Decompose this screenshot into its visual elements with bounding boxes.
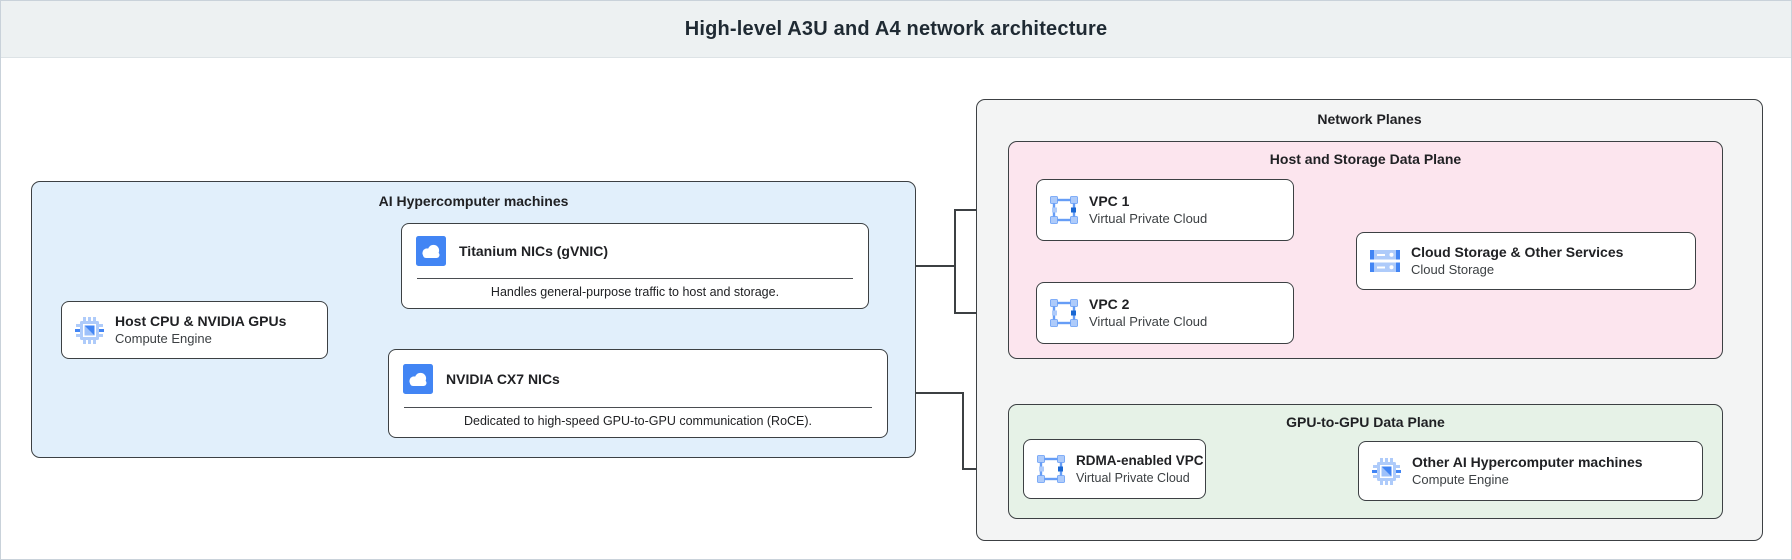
group-title: Network Planes xyxy=(1317,111,1422,127)
node-subtitle: Virtual Private Cloud xyxy=(1089,313,1208,329)
divider xyxy=(417,278,853,279)
compute-engine-icon xyxy=(1372,457,1401,485)
node-title: VPC 1 xyxy=(1089,193,1130,210)
group-title: AI Hypercomputer machines xyxy=(378,193,569,209)
cloud-icon xyxy=(416,236,446,266)
node-title: Titanium NICs (gVNIC) xyxy=(459,243,609,259)
node-nvidia-cx7-nics: NVIDIA CX7 NICs Dedicated to high-speed … xyxy=(388,349,888,438)
node-description: Handles general-purpose traffic to host … xyxy=(490,285,780,299)
cloud-storage-icon xyxy=(1370,250,1400,272)
node-other-ai-hypercomputer-machines: Other AI Hypercomputer machines Compute … xyxy=(1358,441,1703,501)
vpc-icon xyxy=(1037,455,1065,483)
diagram-header: High-level A3U and A4 network architectu… xyxy=(1,1,1791,58)
node-description: Dedicated to high-speed GPU-to-GPU commu… xyxy=(463,414,813,428)
divider xyxy=(404,407,872,408)
node-rdma-enabled-vpc: RDMA-enabled VPC Virtual Private Cloud xyxy=(1023,439,1206,499)
node-host-cpu: Host CPU & NVIDIA GPUs Compute Engine xyxy=(61,301,328,359)
node-subtitle: Compute Engine xyxy=(115,330,212,346)
group-title: GPU-to-GPU Data Plane xyxy=(1286,414,1445,430)
node-title: VPC 2 xyxy=(1089,296,1130,313)
page-title: High-level A3U and A4 network architectu… xyxy=(684,17,1108,40)
node-subtitle: Virtual Private Cloud xyxy=(1089,210,1208,226)
node-title: Other AI Hypercomputer machines xyxy=(1412,454,1643,471)
node-cloud-storage: Cloud Storage & Other Services Cloud Sto… xyxy=(1356,232,1696,290)
node-title: RDMA-enabled VPC xyxy=(1076,453,1204,469)
vpc-icon xyxy=(1050,196,1078,224)
node-title: Cloud Storage & Other Services xyxy=(1411,244,1624,261)
node-title: Host CPU & NVIDIA GPUs xyxy=(115,313,287,330)
group-title: Host and Storage Data Plane xyxy=(1269,151,1462,167)
node-subtitle: Virtual Private Cloud xyxy=(1076,470,1190,485)
node-vpc-1: VPC 1 Virtual Private Cloud xyxy=(1036,179,1294,241)
cloud-icon xyxy=(403,363,433,394)
compute-engine-icon xyxy=(75,316,104,344)
node-subtitle: Cloud Storage xyxy=(1411,261,1495,277)
node-titanium-nics: Titanium NICs (gVNIC) Handles general-pu… xyxy=(401,223,869,309)
node-title: NVIDIA CX7 NICs xyxy=(446,370,560,387)
node-vpc-2: VPC 2 Virtual Private Cloud xyxy=(1036,282,1294,344)
vpc-icon xyxy=(1050,299,1078,327)
node-subtitle: Compute Engine xyxy=(1412,471,1509,487)
